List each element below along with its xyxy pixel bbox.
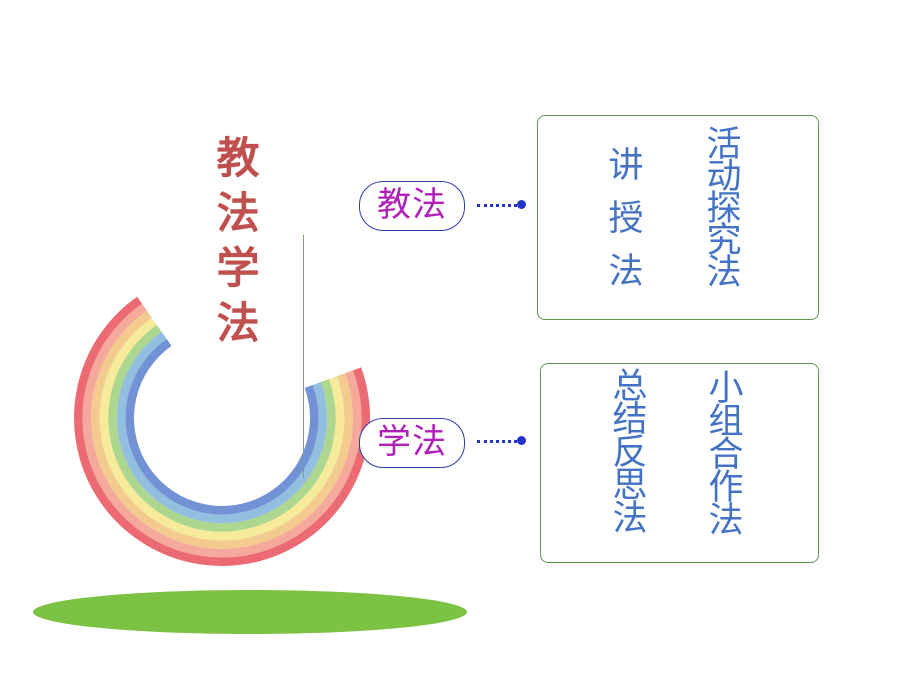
title-char-1: 教 xyxy=(216,134,260,184)
method-lecture: 讲授法 xyxy=(606,140,646,299)
method-char: 法 xyxy=(706,253,742,293)
method-char: 小 xyxy=(708,369,744,409)
learning-methods-box xyxy=(540,363,819,563)
method-char: 结 xyxy=(612,400,648,440)
method-char: 总 xyxy=(612,367,648,407)
method-char: 法 xyxy=(612,499,648,539)
method-char: 授 xyxy=(608,199,644,239)
teaching-methods-box xyxy=(537,115,819,320)
divider-line xyxy=(303,235,304,478)
title-char-3: 学 xyxy=(216,244,260,294)
method-char: 法 xyxy=(608,252,644,292)
method-char: 动 xyxy=(706,157,742,197)
method-char: 究 xyxy=(706,221,742,261)
page-title: 教 法 学 法 xyxy=(212,132,264,352)
method-summary-reflection: 总结反思法 xyxy=(610,367,650,539)
learning-connector-dot xyxy=(517,436,526,445)
method-char: 反 xyxy=(612,433,648,473)
method-char: 思 xyxy=(612,466,648,506)
method-char: 讲 xyxy=(608,146,644,186)
method-activity-inquiry: 活动探究法 xyxy=(704,125,744,293)
method-char: 合 xyxy=(708,435,744,475)
method-char: 探 xyxy=(706,189,742,229)
learning-connector xyxy=(477,440,517,443)
teaching-connector xyxy=(477,204,517,207)
title-char-4: 法 xyxy=(216,299,260,349)
teaching-method-label: 教法 xyxy=(359,181,465,231)
teaching-connector-dot xyxy=(517,200,526,209)
method-char: 活 xyxy=(706,125,742,165)
green-ellipse xyxy=(33,590,467,634)
method-char: 组 xyxy=(708,402,744,442)
method-group-cooperation: 小组合作法 xyxy=(706,369,746,541)
method-char: 法 xyxy=(708,501,744,541)
learning-method-label: 学法 xyxy=(359,418,465,468)
method-char: 作 xyxy=(708,468,744,508)
title-char-2: 法 xyxy=(216,189,260,239)
